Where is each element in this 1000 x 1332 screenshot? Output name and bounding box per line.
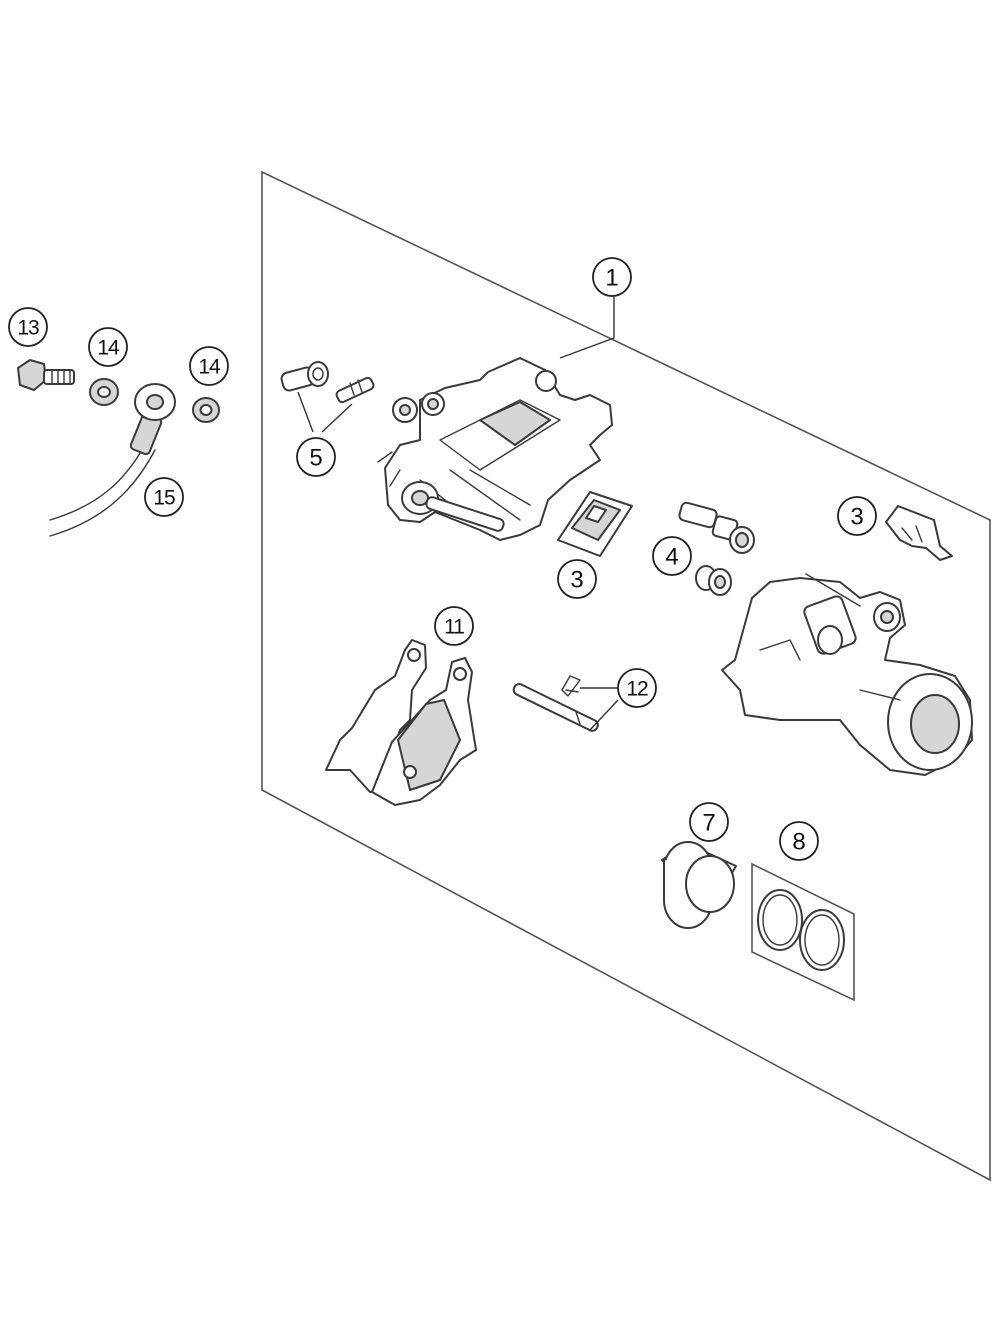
sealing-washer-left	[89, 378, 119, 406]
callout-3-center: 3	[557, 559, 597, 599]
callout-label-5: 5	[309, 445, 322, 472]
brake-pad-set	[325, 639, 477, 806]
callout-11: 11	[434, 606, 474, 646]
callout-12: 12	[617, 668, 657, 708]
seal-ring-kit	[751, 862, 855, 1002]
callout-label-1: 1	[605, 265, 618, 292]
banjo-bolt	[17, 359, 75, 391]
callout-label-7: 7	[702, 810, 715, 837]
callout-7: 7	[689, 802, 729, 842]
callout-8: 8	[779, 821, 819, 861]
callout-label-8: 8	[792, 829, 805, 856]
callout-1: 1	[592, 257, 632, 297]
callout-5: 5	[296, 437, 336, 477]
pad-spring-center	[557, 491, 633, 557]
callout-label-12: 12	[626, 678, 648, 701]
callout-label-14-left: 14	[97, 337, 120, 360]
callout-label-11: 11	[444, 616, 464, 639]
guide-pin-set	[678, 501, 755, 596]
assembly-frame	[261, 170, 991, 1182]
caliper-piston	[661, 841, 737, 929]
brake-caliper-body	[377, 357, 613, 541]
pad-pin-and-clip	[512, 675, 599, 732]
pad-spring-right	[885, 505, 953, 561]
brake-line	[49, 383, 176, 537]
callout-13: 13	[8, 307, 48, 347]
callout-4: 4	[652, 536, 692, 576]
bleeder-valve-set	[280, 361, 375, 404]
callout-14-right: 14	[189, 346, 229, 386]
callout-label-4: 4	[665, 544, 678, 571]
callout-label-3-right: 3	[850, 504, 863, 531]
callout-label-3-center: 3	[570, 567, 583, 594]
callout-15: 15	[144, 477, 184, 517]
caliper-carrier-bracket	[721, 573, 973, 776]
sealing-washer-right	[192, 397, 220, 423]
callout-14-left: 14	[88, 327, 128, 367]
callout-label-13: 13	[17, 317, 39, 340]
callout-3-right: 3	[837, 496, 877, 536]
callout-label-14-right: 14	[198, 356, 221, 379]
callout-label-15: 15	[153, 487, 175, 510]
